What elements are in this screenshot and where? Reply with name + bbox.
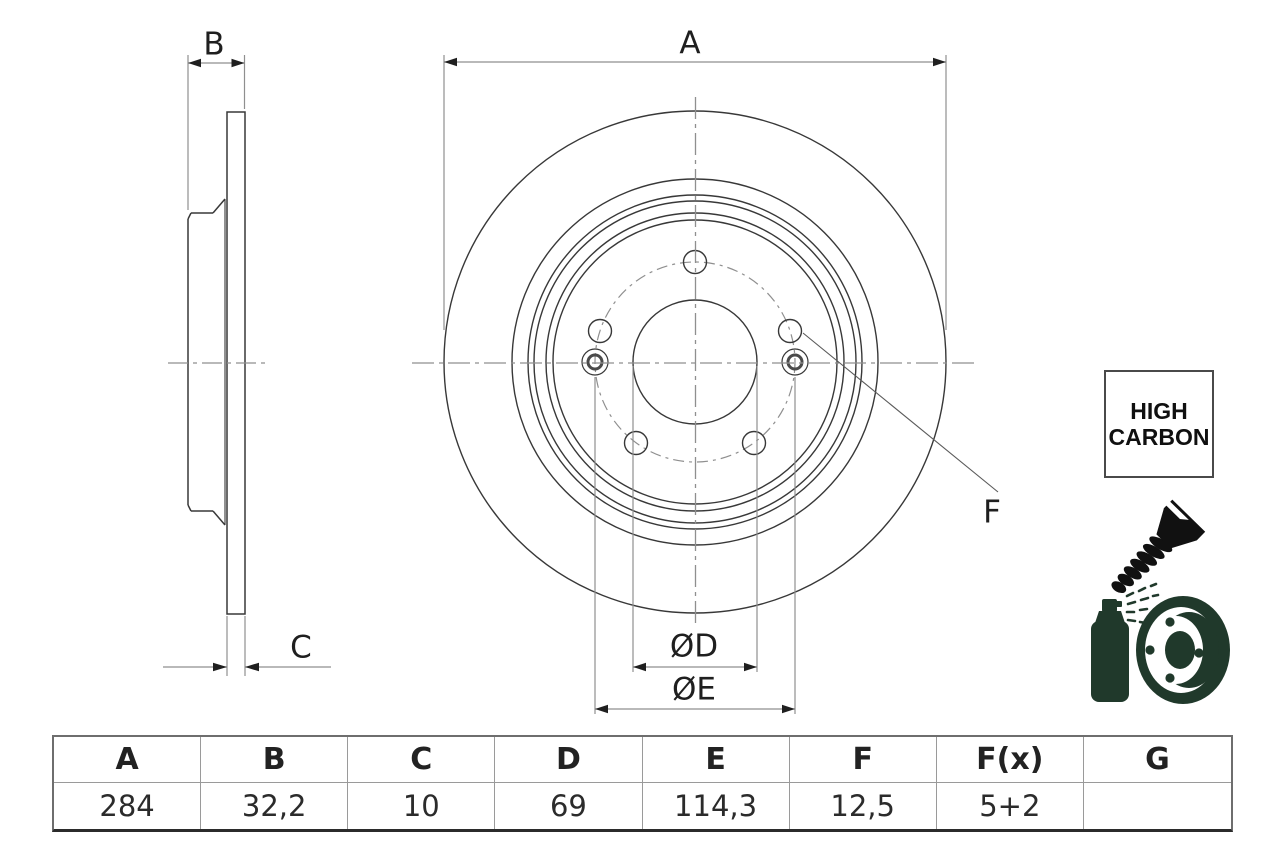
- dim-B: [187, 55, 246, 210]
- dim-label-A: A: [679, 25, 701, 62]
- spec-table-value-cell: 32,2: [201, 783, 349, 829]
- arrowhead-right-icon: [231, 58, 245, 68]
- high-carbon-line2: CARBON: [1108, 424, 1210, 450]
- spray-can: [1091, 599, 1129, 702]
- dim-A: [443, 55, 947, 330]
- front-view: [412, 97, 978, 628]
- arrowhead-left-icon: [245, 662, 259, 672]
- leader-F: [802, 332, 999, 493]
- screw-icon: [1111, 499, 1206, 594]
- spec-table-value-cell: 10: [348, 783, 496, 829]
- spec-table-header-row: A B C D E F F(x) G: [54, 737, 1231, 783]
- arrowhead-left-icon: [595, 704, 608, 714]
- dim-OD: [632, 366, 758, 672]
- spec-table-header-cell: E: [643, 737, 790, 782]
- dim-label-F: F: [983, 494, 1001, 531]
- arrowhead-right-icon: [213, 662, 227, 672]
- spec-table-value-cell: [1084, 783, 1231, 829]
- high-carbon-line1: HIGH: [1130, 398, 1188, 424]
- screw-holes: [581, 348, 809, 376]
- spec-table-value-cell: 12,5: [790, 783, 937, 829]
- dim-label-C: C: [290, 629, 312, 666]
- spec-table: A B C D E F F(x) G 284 32,2 10 69 114,3 …: [52, 735, 1233, 832]
- dim-label-OE: ØE: [672, 671, 716, 708]
- spray-coating-icon: [1091, 582, 1230, 704]
- dim-label-B: B: [203, 26, 225, 63]
- side-view-hat: [187, 198, 226, 526]
- arrowhead-left-icon: [444, 57, 457, 67]
- arrowhead-left-icon: [188, 58, 201, 68]
- bolt-holes: [587, 249, 803, 456]
- spec-table-header-cell: A: [54, 737, 202, 782]
- dim-C: [163, 616, 331, 676]
- dim-label-OD: ØD: [669, 628, 719, 665]
- high-carbon-badge: HIGH CARBON: [1104, 370, 1214, 478]
- spec-table-value-cell: 5+2: [937, 783, 1084, 829]
- spec-table-header-cell: C: [348, 737, 496, 782]
- spec-table-value-row: 284 32,2 10 69 114,3 12,5 5+2: [54, 783, 1231, 829]
- bolt-circle: [594, 261, 796, 463]
- spec-table-header-cell: F: [790, 737, 937, 782]
- spec-table-value-cell: 114,3: [643, 783, 790, 829]
- dim-OE: [594, 377, 796, 714]
- screw-slot: [1164, 500, 1189, 520]
- arrowhead-right-icon: [782, 704, 795, 714]
- spec-table-value-cell: 69: [495, 783, 643, 829]
- spec-table-header-cell: G: [1145, 742, 1170, 777]
- spec-table-value-cell: 284: [54, 783, 202, 829]
- arrowhead-left-icon: [633, 662, 646, 672]
- spec-table-header-cell: F(x): [937, 737, 1084, 782]
- coated-disc: [1136, 596, 1230, 704]
- arrowhead-right-icon: [744, 662, 757, 672]
- arrowhead-right-icon: [933, 57, 946, 67]
- side-view: [168, 111, 266, 615]
- spec-table-header-cell: D: [495, 737, 643, 782]
- spec-table-header-cell: B: [201, 737, 349, 782]
